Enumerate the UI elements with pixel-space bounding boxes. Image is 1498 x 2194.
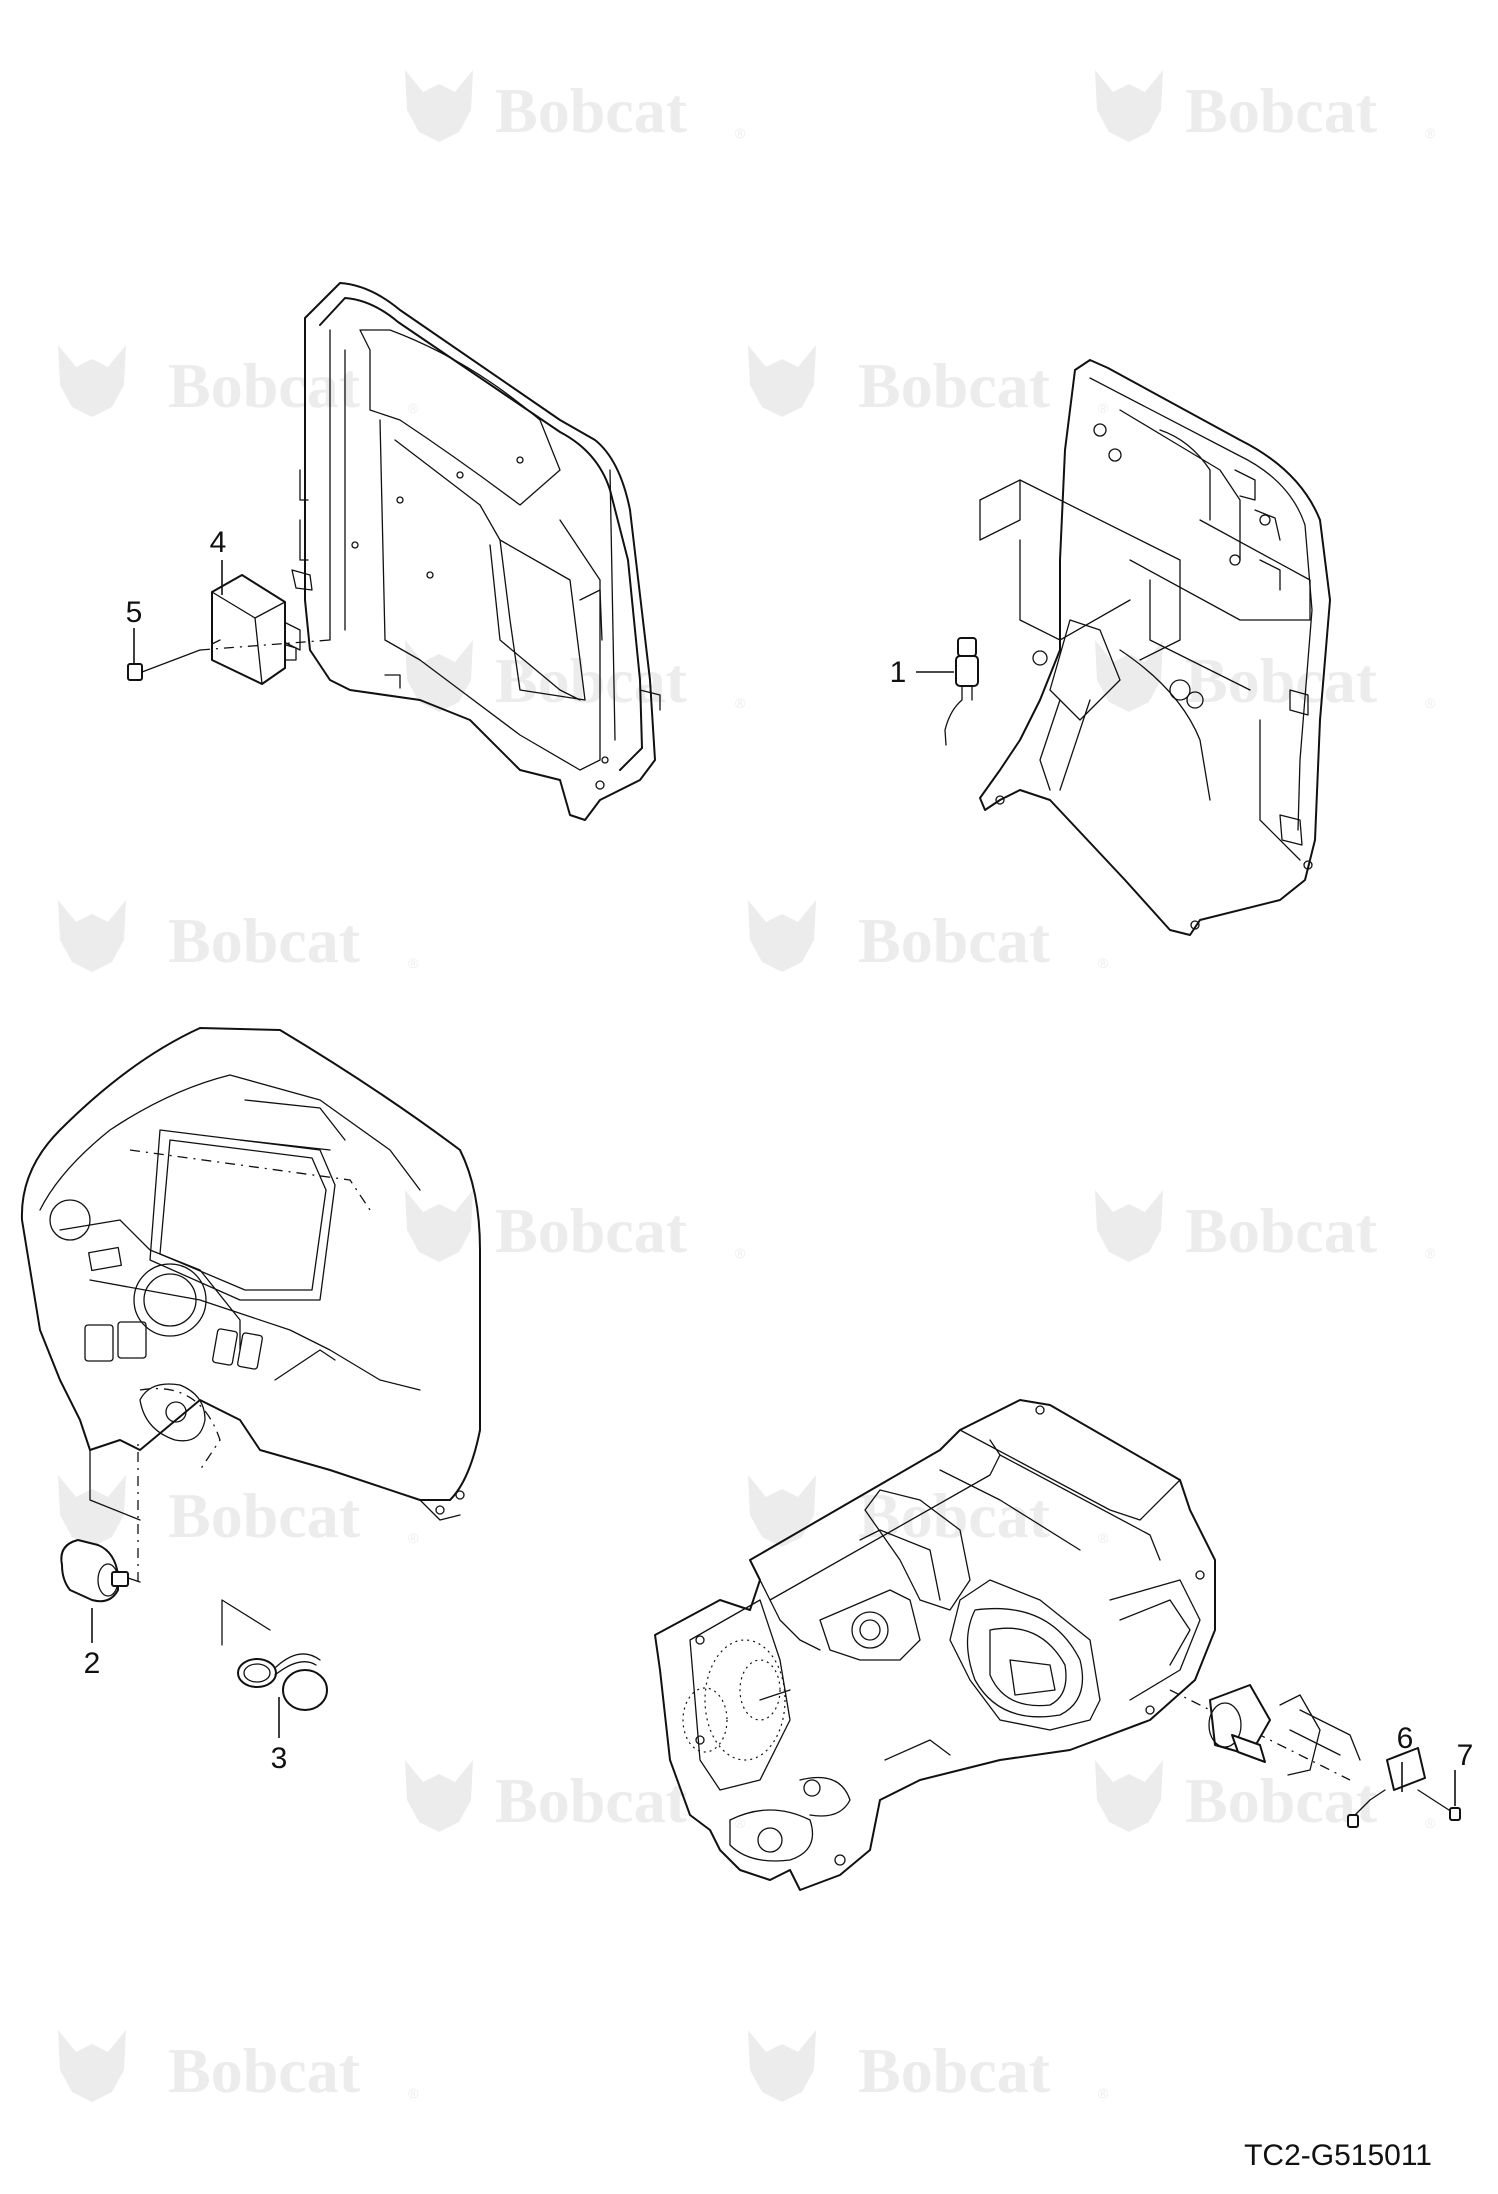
bobcat-head-icon: [748, 345, 816, 417]
watermark-text: Bobcat: [858, 350, 1051, 421]
callout-7: 7: [1457, 1739, 1474, 1772]
shaft-assembly-icon: [1169, 1684, 1361, 1781]
bobcat-head-icon: [748, 900, 816, 972]
watermark-mark: ®: [1098, 400, 1109, 416]
watermark-mark: ®: [735, 695, 746, 711]
bobcat-head-icon: [58, 345, 126, 417]
watermark: Bobcat ®: [748, 2030, 1109, 2106]
callout-5: 5: [126, 596, 143, 629]
callout-2: 2: [84, 1647, 101, 1680]
watermark-mark: ®: [408, 2085, 419, 2101]
watermark-layer: Bobcat ® Bobcat ® Bobcat ® Bobcat ®: [58, 70, 1436, 2106]
bobcat-head-icon: [1095, 640, 1163, 712]
watermark-mark: ®: [408, 1530, 419, 1546]
bobcat-head-icon: [58, 1475, 126, 1547]
bobcat-head-icon: [1095, 1760, 1163, 1832]
cap-icon: [221, 1599, 328, 1711]
panel-frame-rear-icon: [279, 282, 661, 821]
watermark-mark: ®: [408, 955, 419, 971]
watermark-text: Bobcat: [495, 1195, 688, 1266]
watermark-mark: ®: [1425, 125, 1436, 141]
watermark-text: Bobcat: [858, 1480, 1051, 1551]
bobcat-head-icon: [58, 900, 126, 972]
watermark-mark: ®: [1098, 1530, 1109, 1546]
watermark-mark: ®: [1098, 2085, 1109, 2101]
switch-sensor-icon: [944, 637, 979, 746]
watermark-mark: ®: [735, 125, 746, 141]
knob-icon: [60, 1440, 141, 1603]
watermark: Bobcat ®: [1095, 1760, 1436, 1836]
watermark-text: Bobcat: [1185, 1195, 1378, 1266]
bracket-icon: [1347, 1747, 1426, 1828]
watermark-text: Bobcat: [168, 1480, 361, 1551]
bobcat-head-icon: [405, 1190, 473, 1262]
watermark: Bobcat ®: [58, 2030, 419, 2106]
drawing-code: TC2-G515011: [1244, 2139, 1432, 2172]
screw-icon: [1417, 1789, 1461, 1821]
watermark-text: Bobcat: [495, 75, 688, 146]
watermark-text: Bobcat: [858, 2035, 1051, 2106]
bobcat-head-icon: [405, 640, 473, 712]
callout-4: 4: [210, 526, 227, 559]
watermark-mark: ®: [1425, 1815, 1436, 1831]
watermark: Bobcat ®: [58, 345, 419, 421]
bobcat-head-icon: [1095, 70, 1163, 142]
bobcat-head-icon: [748, 2030, 816, 2102]
dashboard-cover-icon: [20, 1027, 481, 1521]
watermark: Bobcat ®: [405, 1190, 746, 1266]
watermark-text: Bobcat: [1185, 75, 1378, 146]
watermark-mark: ®: [735, 1815, 746, 1831]
watermark-text: Bobcat: [168, 350, 361, 421]
bobcat-head-icon: [1095, 1190, 1163, 1262]
watermark: Bobcat ®: [1095, 70, 1436, 146]
transmission-housing-icon: [654, 1399, 1216, 1891]
watermark: Bobcat ®: [405, 70, 746, 146]
watermark-text: Bobcat: [168, 2035, 361, 2106]
watermark: Bobcat ®: [748, 1475, 1109, 1551]
watermark-mark: ®: [1425, 695, 1436, 711]
watermark: Bobcat ®: [1095, 1190, 1436, 1266]
watermark-mark: ®: [1425, 1245, 1436, 1261]
bobcat-head-icon: [58, 2030, 126, 2102]
control-module-icon: [211, 574, 297, 685]
callout-6: 6: [1397, 1722, 1414, 1755]
watermark-mark: ®: [408, 400, 419, 416]
watermark: Bobcat ®: [58, 1475, 419, 1551]
callout-1: 1: [890, 656, 907, 689]
watermark: Bobcat ®: [405, 1760, 746, 1836]
watermark-text: Bobcat: [1185, 645, 1378, 716]
bobcat-head-icon: [748, 1475, 816, 1547]
watermark-text: Bobcat: [1185, 1765, 1378, 1836]
bolt-icon: [127, 639, 331, 681]
watermark: Bobcat ®: [58, 900, 419, 976]
watermark-mark: ®: [1098, 955, 1109, 971]
watermark: Bobcat ®: [748, 345, 1109, 421]
watermark-text: Bobcat: [495, 1765, 688, 1836]
pedal-support-frame-icon: [979, 359, 1331, 936]
callout-3: 3: [271, 1742, 288, 1775]
bobcat-head-icon: [405, 70, 473, 142]
bobcat-head-icon: [405, 1760, 473, 1832]
watermark: Bobcat ®: [1095, 640, 1436, 716]
watermark-text: Bobcat: [858, 905, 1051, 976]
watermark: Bobcat ®: [748, 900, 1109, 976]
watermark: Bobcat ®: [405, 640, 746, 716]
watermark-text: Bobcat: [168, 905, 361, 976]
watermark-mark: ®: [735, 1245, 746, 1261]
watermark-text: Bobcat: [495, 645, 688, 716]
